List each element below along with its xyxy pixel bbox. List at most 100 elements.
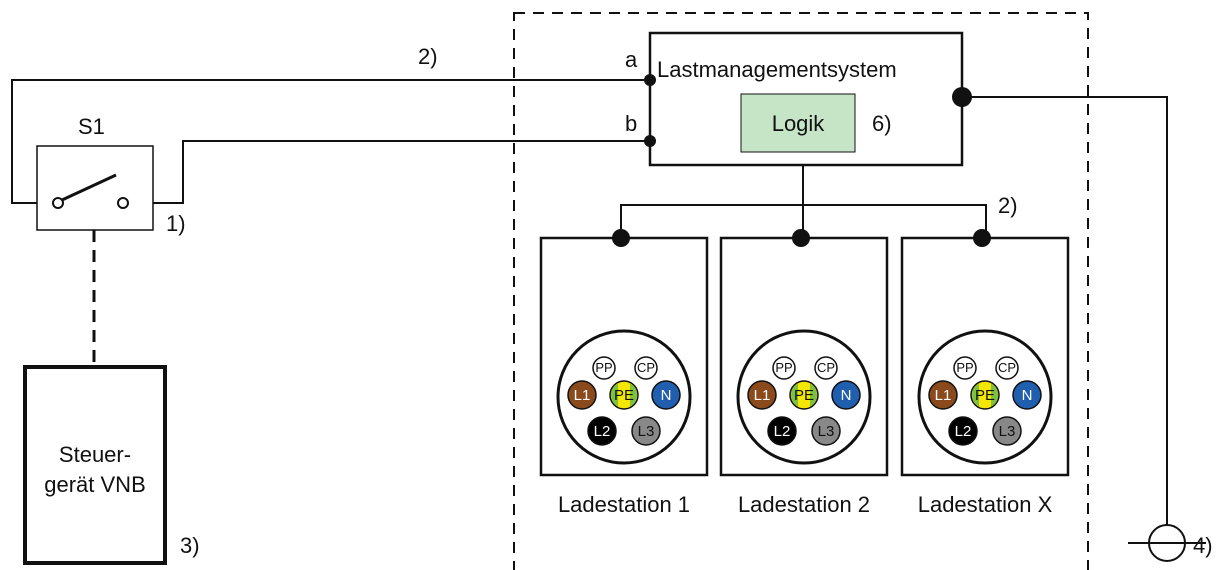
station-label: Ladestation 1 xyxy=(558,492,690,517)
switch-label: S1 xyxy=(78,114,105,139)
bus-note: 2) xyxy=(998,193,1018,218)
pin-l3-circle xyxy=(811,416,841,446)
pin-pe-stripes xyxy=(611,382,637,408)
pin-pe-ring xyxy=(970,380,1000,410)
pin-n-label: N xyxy=(661,387,672,404)
pin-l2: L2 xyxy=(587,416,617,446)
pin-n: N xyxy=(1012,380,1042,410)
pin-cp: CP xyxy=(634,356,658,380)
pin-pe-stripes xyxy=(791,382,817,408)
pe-stripe-right xyxy=(991,382,998,408)
pe-stripe-left xyxy=(972,382,979,408)
pin-l1-circle xyxy=(567,380,597,410)
pin-cp-label: CP xyxy=(998,360,1016,375)
bus-branch xyxy=(620,204,987,238)
controller-line1: Steuer- xyxy=(59,442,131,467)
controller-box xyxy=(23,365,167,565)
line-note: 2) xyxy=(418,44,438,69)
pin-pp: PP xyxy=(953,356,977,380)
switch-box xyxy=(36,145,154,231)
controller-line2: gerät VNB xyxy=(44,472,146,497)
switch-lever xyxy=(61,173,117,202)
pin-cp-label: CP xyxy=(817,360,835,375)
pin-l2-circle xyxy=(948,416,978,446)
station-terminal-dot xyxy=(792,229,810,247)
pin-l3: L3 xyxy=(992,416,1022,446)
load-management-system: Lastmanagementsystem Logik 6) a b 2) 2) xyxy=(418,31,1018,218)
pin-l1-circle xyxy=(928,380,958,410)
pe-stripe-left xyxy=(611,382,618,408)
pin-l2-label: L2 xyxy=(955,423,972,440)
pin-pe-stripes xyxy=(972,382,998,408)
pin-n-circle xyxy=(831,380,861,410)
pin-pe-label: PE xyxy=(975,387,995,404)
pin-l3: L3 xyxy=(631,416,661,446)
pin-pp-circle xyxy=(772,356,796,380)
pin-l1-label: L1 xyxy=(754,387,771,404)
pe-stripe-right xyxy=(630,382,637,408)
logic-label: Logik xyxy=(772,111,826,136)
pin-n: N xyxy=(651,380,681,410)
pin-l3-label: L3 xyxy=(638,423,655,440)
pin-pe: PE xyxy=(970,380,1000,410)
pin-l1: L1 xyxy=(747,380,777,410)
pin-l3-label: L3 xyxy=(818,423,835,440)
meter-symbol: 4) xyxy=(1128,524,1213,562)
pin-l2-label: L2 xyxy=(594,423,611,440)
pin-cp-circle xyxy=(995,356,1019,380)
station-terminal-dot xyxy=(973,229,991,247)
terminal-a-dot xyxy=(644,74,656,86)
meter-terminal-dot xyxy=(952,87,972,107)
switch-contact-right xyxy=(117,197,129,209)
pin-pe-label: PE xyxy=(794,387,814,404)
pin-l3-label: L3 xyxy=(999,423,1016,440)
pin-pe-ring xyxy=(789,380,819,410)
pin-pp: PP xyxy=(772,356,796,380)
pin-cp: CP xyxy=(995,356,1019,380)
pin-l1-circle xyxy=(747,380,777,410)
wiring xyxy=(11,79,1168,543)
pin-n-label: N xyxy=(841,387,852,404)
pin-cp: CP xyxy=(814,356,838,380)
switch-s1: S1 1) xyxy=(36,114,186,236)
pe-stripe-left xyxy=(791,382,798,408)
pin-cp-circle xyxy=(814,356,838,380)
pin-pe: PE xyxy=(789,380,819,410)
pin-l2: L2 xyxy=(767,416,797,446)
pin-pp-circle xyxy=(592,356,616,380)
wire-meter xyxy=(962,96,1168,543)
meter-note: 4) xyxy=(1193,533,1213,558)
pin-l1: L1 xyxy=(567,380,597,410)
switch-contact-left xyxy=(52,197,64,209)
pin-pp-circle xyxy=(953,356,977,380)
pin-pp-label: PP xyxy=(595,360,612,375)
terminal-b-dot xyxy=(644,135,656,147)
pin-l2-circle xyxy=(587,416,617,446)
pin-pe: PE xyxy=(609,380,639,410)
pin-n-circle xyxy=(1012,380,1042,410)
terminal-a-label: a xyxy=(625,47,638,72)
pin-l1-label: L1 xyxy=(935,387,952,404)
pin-l2-label: L2 xyxy=(774,423,791,440)
pin-l1: L1 xyxy=(928,380,958,410)
wire-b xyxy=(125,140,650,204)
pin-l2-circle xyxy=(767,416,797,446)
terminal-b-label: b xyxy=(625,111,637,136)
controller-note: 3) xyxy=(180,533,200,558)
logic-note: 6) xyxy=(872,111,892,136)
pin-l3-circle xyxy=(631,416,661,446)
controller-vnb: Steuer- gerät VNB 3) xyxy=(23,365,200,565)
pin-l3: L3 xyxy=(811,416,841,446)
station-label: Ladestation 2 xyxy=(738,492,870,517)
station-terminal-dot xyxy=(612,229,630,247)
lms-title: Lastmanagementsystem xyxy=(657,57,897,82)
pin-l1-label: L1 xyxy=(574,387,591,404)
switch-note: 1) xyxy=(166,211,186,236)
pin-pp-label: PP xyxy=(775,360,792,375)
pin-n-circle xyxy=(651,380,681,410)
pin-n: N xyxy=(831,380,861,410)
pe-stripe-right xyxy=(810,382,817,408)
pin-pp-label: PP xyxy=(956,360,973,375)
wire-a xyxy=(11,79,650,204)
